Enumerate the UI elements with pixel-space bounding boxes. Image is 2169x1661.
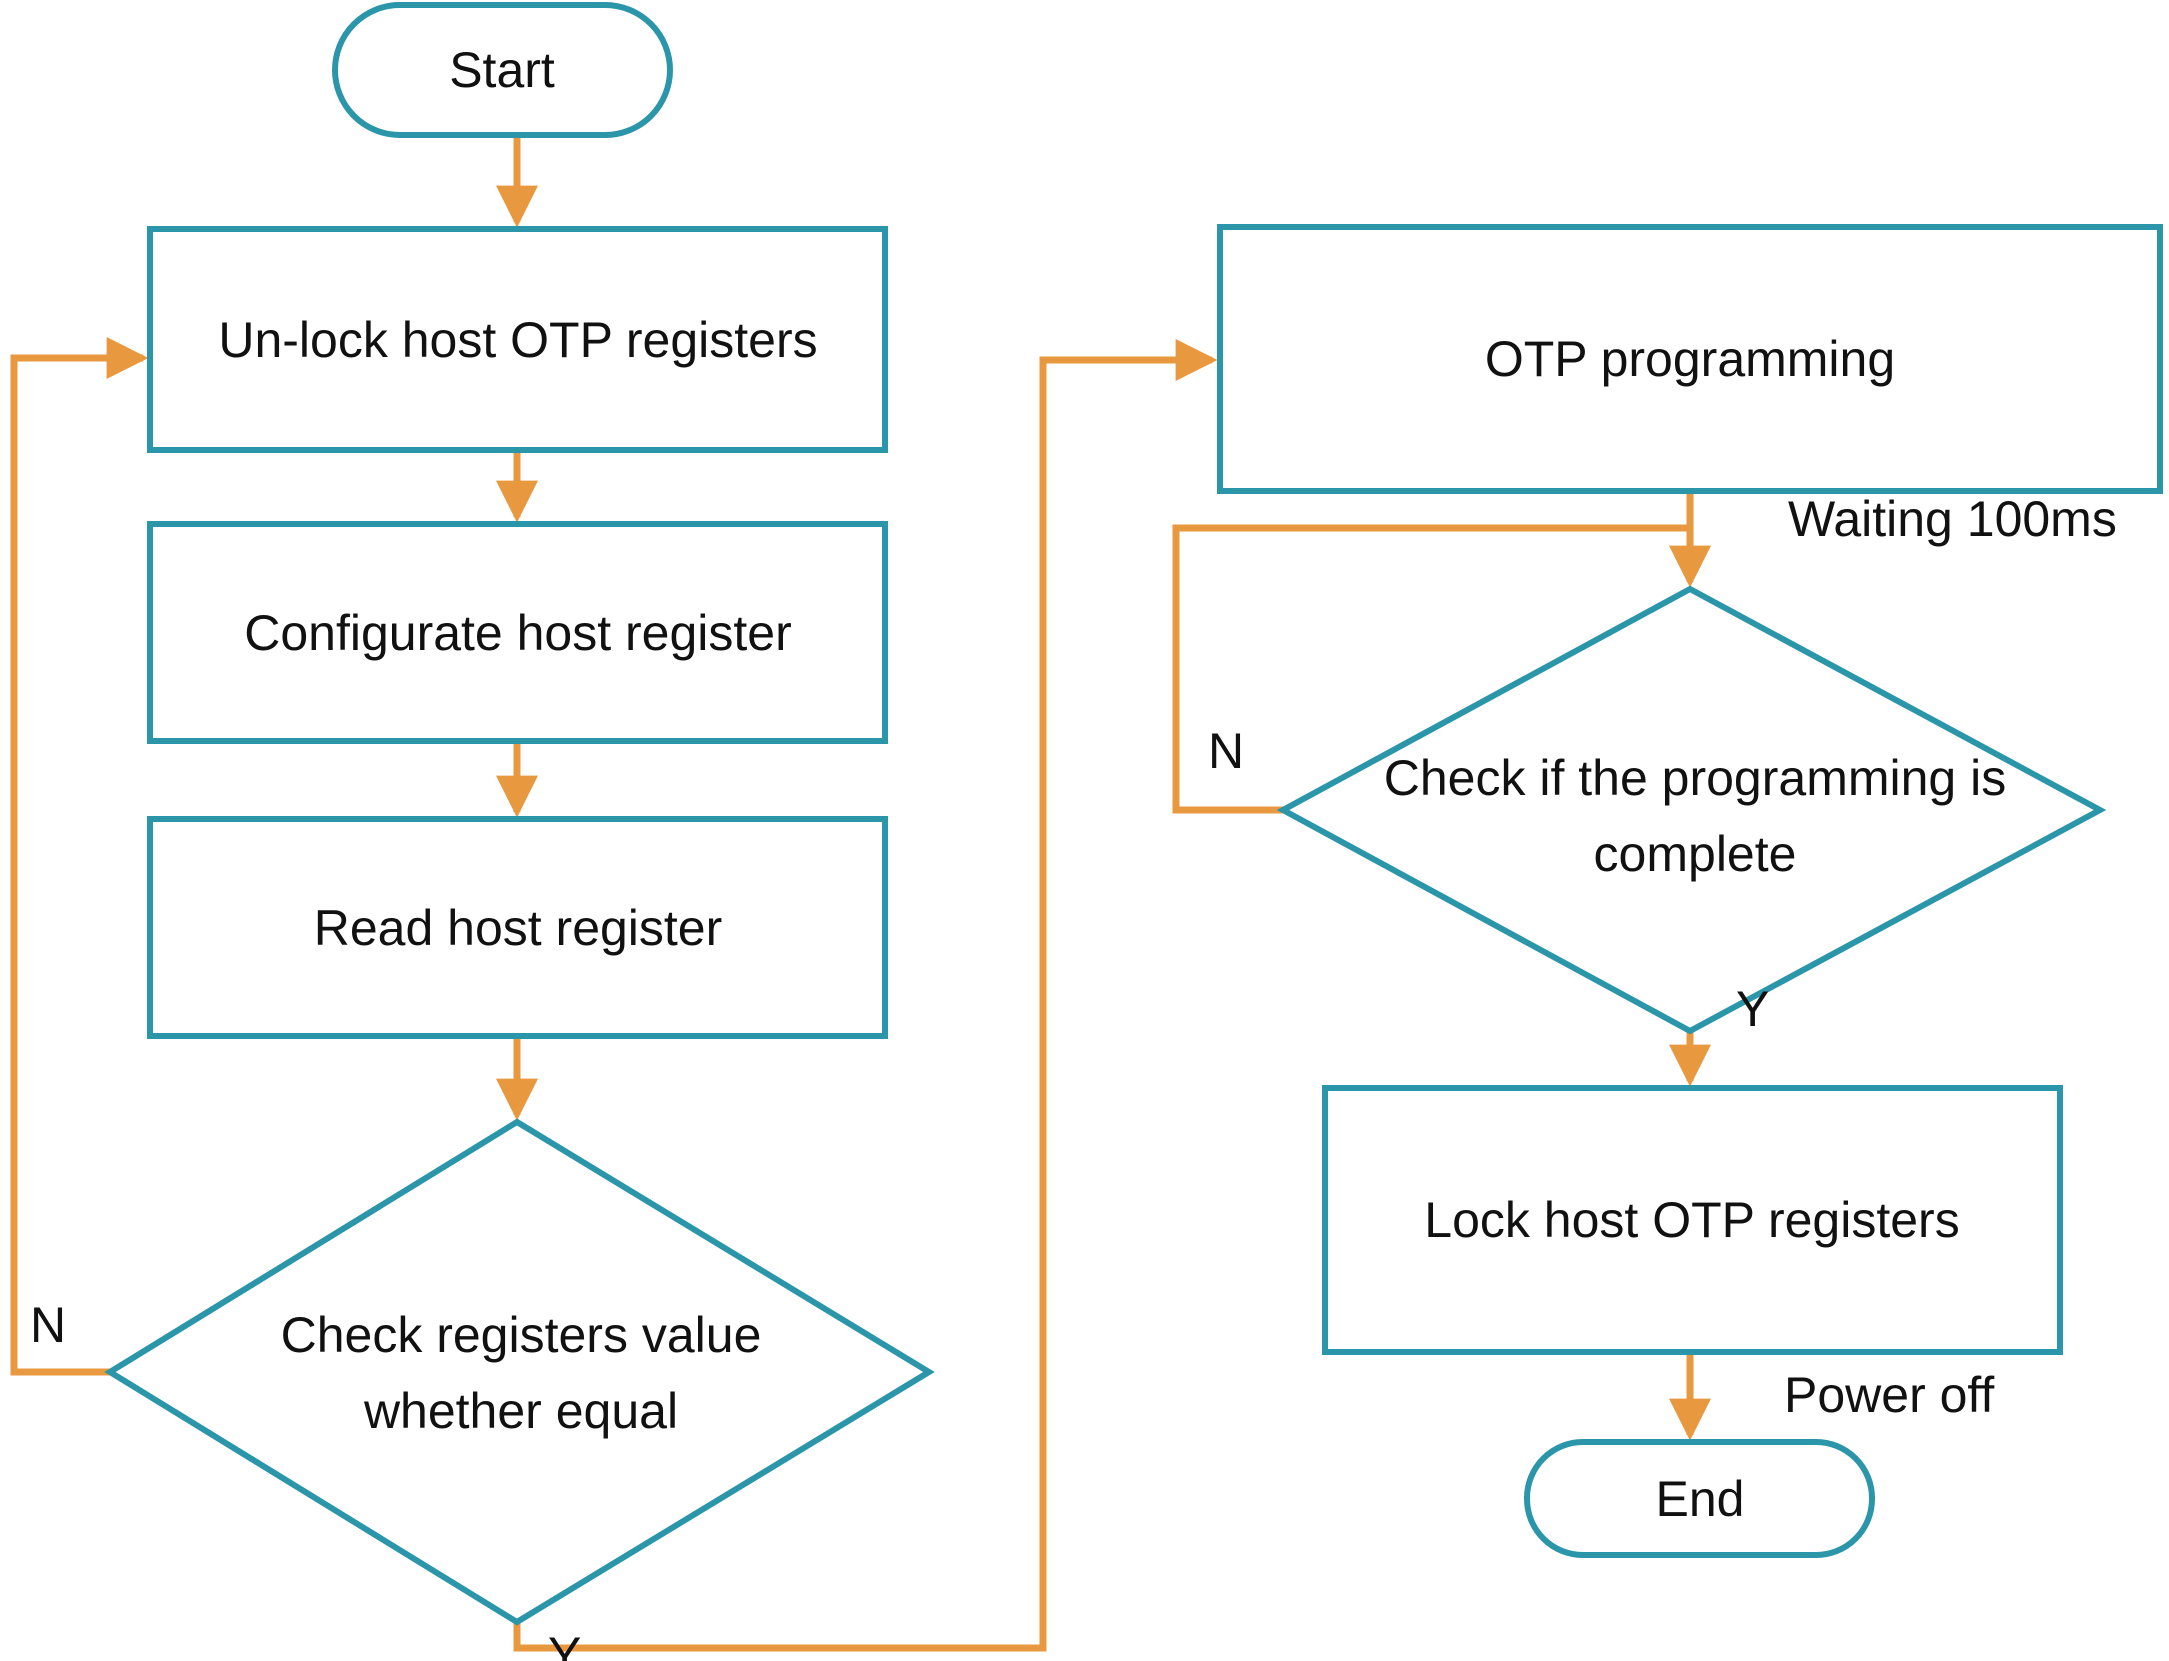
read-box [147, 816, 888, 1039]
label-waiting-100ms: Waiting 100ms [1788, 491, 2117, 547]
configurate-box [147, 521, 888, 744]
lock-box [1322, 1085, 2063, 1355]
edge-check-complete-no [1172, 524, 1690, 814]
check-complete-label-line1: Check if the programming is [1384, 750, 2006, 806]
otp-programming-box [1217, 224, 2163, 494]
end-label: End [1656, 1471, 1745, 1527]
start-node [332, 2, 673, 138]
edge-check-registers-yes [513, 339, 1218, 1652]
read-label: Read host register [314, 900, 723, 956]
check-registers-label-line2: whether equal [363, 1383, 678, 1439]
label-check-complete-no: N [1208, 723, 1244, 779]
unlock-box [147, 226, 888, 453]
otp-programming-label: OTP programming [1485, 331, 1895, 387]
check-complete-diamond [1276, 585, 2107, 1035]
unlock-label: Un-lock host OTP registers [218, 312, 817, 368]
start-label: Start [449, 42, 555, 98]
label-check-registers-no: N [30, 1297, 66, 1353]
lock-label: Lock host OTP registers [1424, 1192, 1959, 1248]
label-power-off: Power off [1784, 1367, 1994, 1423]
edge-check-registers-no [10, 337, 149, 1376]
configurate-label: Configurate host register [244, 605, 792, 661]
label-check-registers-yes: Y [548, 1627, 581, 1661]
check-registers-diamond [104, 1118, 935, 1626]
end-node [1524, 1439, 1875, 1558]
check-registers-label-line1: Check registers value [281, 1307, 762, 1363]
label-check-complete-yes: Y [1736, 981, 1769, 1037]
check-complete-label-line2: complete [1594, 826, 1797, 882]
